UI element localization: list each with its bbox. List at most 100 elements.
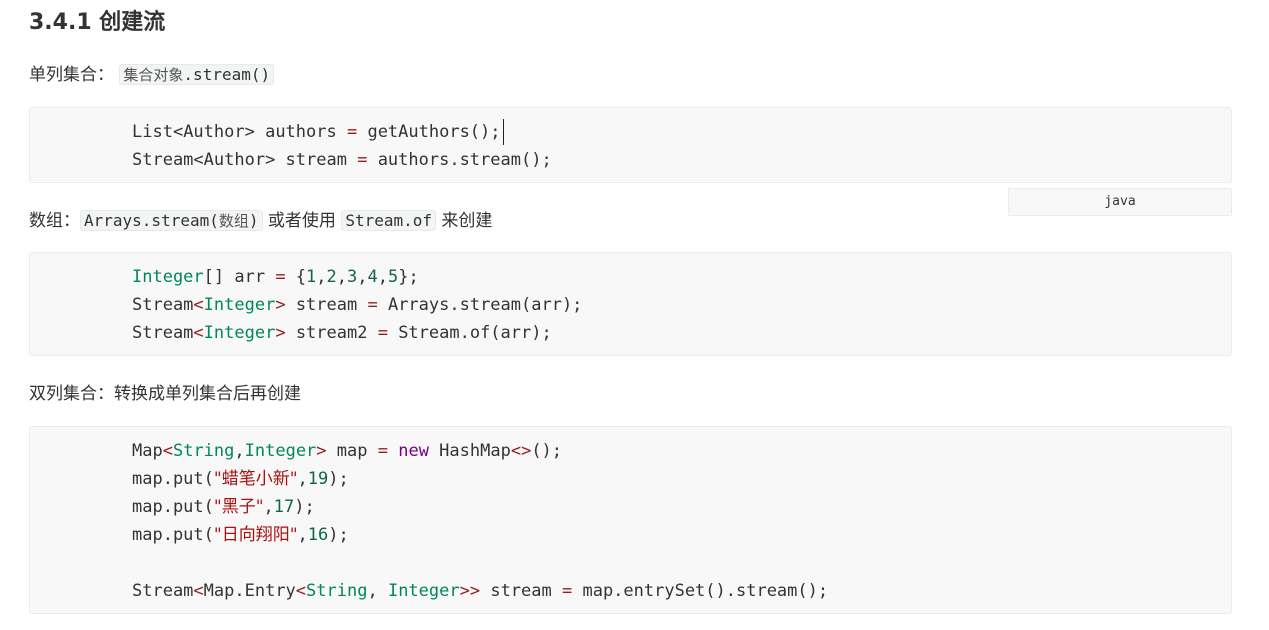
code-type: Integer <box>203 295 276 315</box>
array-label: 数组： <box>29 211 80 231</box>
inline-code-stream-of: Stream.of <box>341 210 437 231</box>
code-token: map.entrySet().stream(); <box>572 581 829 601</box>
code-block-single[interactable]: List<Author> authors = getAuthors();Stre… <box>29 107 1232 183</box>
code-token: ); <box>328 469 349 489</box>
code-operator: < <box>295 581 307 601</box>
code-token: getAuthors(); <box>357 122 501 142</box>
code-operator: < <box>162 441 173 461</box>
array-end-text: 来创建 <box>436 211 493 231</box>
code-number: 3 <box>347 267 358 287</box>
code-line: Stream<Author> stream = authors.stream()… <box>132 146 552 174</box>
code-token: Arrays.stream(arr); <box>377 295 583 315</box>
code-number: 5 <box>388 267 399 287</box>
code-type: String <box>306 581 368 601</box>
code-operator: = <box>275 267 286 287</box>
code-token: map.put( <box>132 525 214 545</box>
code-token: { <box>285 267 307 287</box>
inline-code-rest: .stream() <box>183 65 271 84</box>
inline-code-cjk: 数组 <box>218 212 249 230</box>
double-collection-label: 双列集合：转换成单列集合后再创建 <box>29 384 301 404</box>
code-token: , <box>297 469 308 489</box>
code-token: , <box>234 441 245 461</box>
single-collection-paragraph: 单列集合： 集合对象.stream() <box>29 60 275 85</box>
array-middle-text: 或者使用 <box>262 211 342 231</box>
code-token: , <box>367 581 388 601</box>
code-token: stream2 <box>285 323 378 343</box>
language-selector[interactable]: java <box>1008 188 1232 216</box>
inline-code-collection-stream: 集合对象.stream() <box>119 64 275 85</box>
code-token: [] arr <box>203 267 276 287</box>
code-line: Stream<Map.Entry<String, Integer>> strea… <box>132 577 828 605</box>
inline-code-cjk: 集合对象 <box>123 66 184 84</box>
code-operator: = <box>561 581 573 601</box>
code-token: <Author> <box>193 150 276 170</box>
code-token: , <box>297 525 308 545</box>
code-operator: = <box>367 295 378 315</box>
code-operator: > <box>275 295 286 315</box>
code-type: Integer <box>132 267 204 287</box>
code-operator: = <box>377 323 388 343</box>
single-collection-label: 单列集合： <box>29 65 114 85</box>
code-token: map.put( <box>132 497 214 517</box>
code-token: <Author> <box>172 122 255 142</box>
code-token: }; <box>398 267 419 287</box>
array-paragraph: 数组：Arrays.stream(数组) 或者使用 Stream.of 来创建 <box>29 206 492 231</box>
code-operator: < <box>193 295 204 315</box>
code-line: map.put("黑子",17); <box>132 493 828 521</box>
code-lines: Map<String,Integer> map = new HashMap<>(… <box>132 437 828 605</box>
section-heading: 3.4.1 创建流 <box>29 10 166 35</box>
code-token: authors <box>254 122 347 142</box>
code-lines: Integer[] arr = {1,2,3,4,5};Stream<Integ… <box>132 263 582 347</box>
code-token: map.put( <box>132 469 214 489</box>
code-operator: < <box>193 581 204 601</box>
code-token: Stream <box>132 295 194 315</box>
code-number: 4 <box>367 267 378 287</box>
code-operator: = <box>377 441 388 461</box>
code-type: String <box>172 441 235 461</box>
code-number: 16 <box>307 525 329 545</box>
code-type: Integer <box>203 323 276 343</box>
code-line: map.put("日向翔阳",16); <box>132 521 828 549</box>
code-token: stream <box>285 295 368 315</box>
code-token: Stream <box>132 150 194 170</box>
double-collection-paragraph: 双列集合：转换成单列集合后再创建 <box>29 379 301 404</box>
code-block-map[interactable]: Map<String,Integer> map = new HashMap<>(… <box>29 426 1232 614</box>
code-token: stream <box>480 581 562 601</box>
code-number: 19 <box>307 469 329 489</box>
code-line: Map<String,Integer> map = new HashMap<>(… <box>132 437 828 465</box>
inline-code-part: Arrays.stream( <box>84 211 219 230</box>
code-string: "蜡笔小新" <box>213 469 298 489</box>
code-lines: List<Author> authors = getAuthors();Stre… <box>132 118 552 174</box>
code-token: authors.stream(); <box>367 150 552 170</box>
code-line-blank <box>132 549 828 577</box>
code-line: map.put("蜡笔小新",19); <box>132 465 828 493</box>
code-line: Integer[] arr = {1,2,3,4,5}; <box>132 267 419 287</box>
code-token: , <box>263 497 274 517</box>
inline-code-part: ) <box>248 211 259 230</box>
code-operator: = <box>346 122 358 142</box>
code-string: "日向翔阳" <box>213 525 298 545</box>
code-token: ); <box>328 525 349 545</box>
code-string: "黑子" <box>213 497 264 517</box>
code-operator: < <box>193 323 204 343</box>
text-cursor <box>503 119 504 145</box>
code-number: 17 <box>273 497 295 517</box>
code-token: HashMap <box>428 441 511 461</box>
inline-code-arrays-stream: Arrays.stream(数组) <box>80 210 263 231</box>
code-type: Integer <box>387 581 460 601</box>
code-number: 2 <box>326 267 337 287</box>
code-token: (); <box>531 441 563 461</box>
code-token: Stream.of(arr); <box>387 323 552 343</box>
code-block-array[interactable]: Integer[] arr = {1,2,3,4,5};Stream<Integ… <box>29 252 1232 356</box>
code-operator: >> <box>459 581 481 601</box>
code-token: stream <box>275 150 358 170</box>
code-number: 1 <box>306 267 317 287</box>
code-operator: > <box>275 323 286 343</box>
code-token: map <box>326 441 378 461</box>
code-token: Stream <box>132 581 194 601</box>
code-token: List <box>132 122 173 142</box>
code-operator: > <box>316 441 327 461</box>
code-keyword: new <box>387 441 429 461</box>
code-operator: <> <box>510 441 532 461</box>
code-token: Stream <box>132 323 194 343</box>
